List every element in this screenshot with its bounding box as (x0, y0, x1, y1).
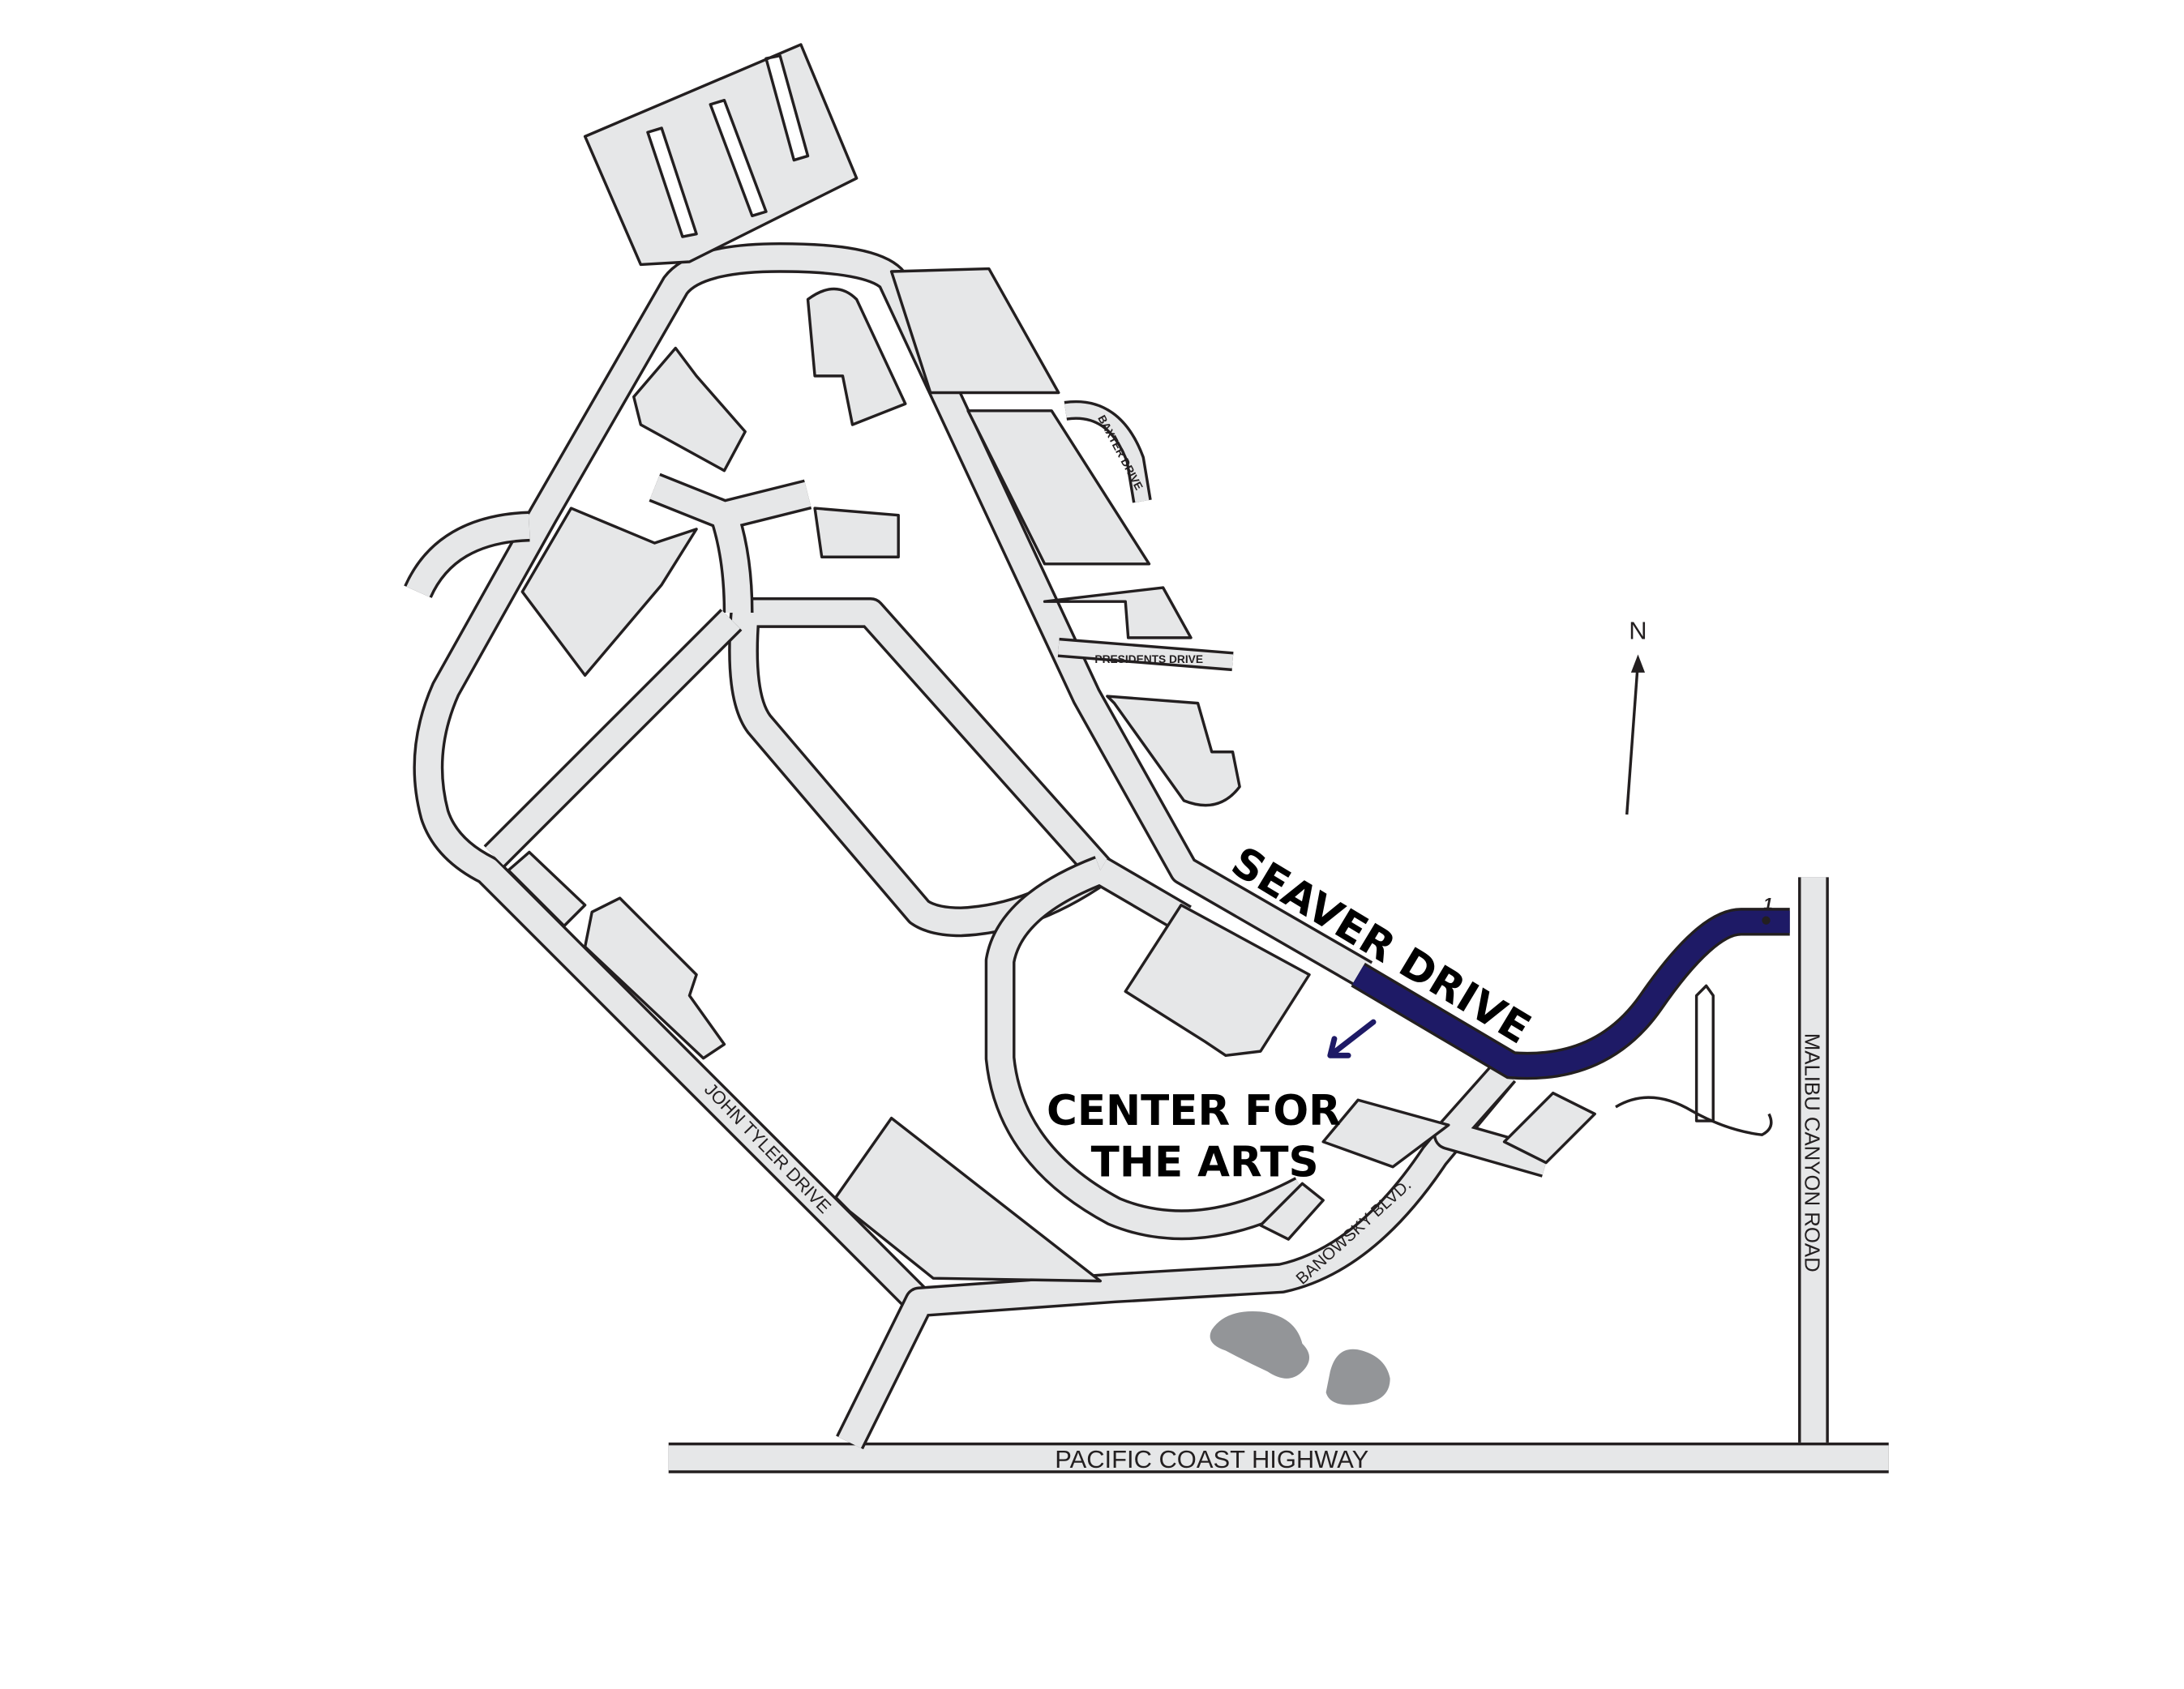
building (1259, 1182, 1325, 1241)
building (813, 507, 900, 558)
pacific-coast-highway-label: PACIFIC COAST HIGHWAY (1055, 1445, 1368, 1473)
building (966, 409, 1151, 566)
connector-roads (404, 400, 1551, 1241)
building (834, 1116, 1103, 1283)
arrow-head-icon (1630, 654, 1646, 673)
buildings (507, 43, 1773, 1283)
building (889, 267, 1060, 395)
chapel-lawn-curve (1615, 1096, 1773, 1136)
john-tyler-drive-label: JOHN TYLER DRIVE (700, 1079, 835, 1217)
building (507, 850, 726, 1060)
route-marker-dot (1762, 916, 1771, 925)
building (1043, 586, 1193, 639)
building (583, 43, 859, 267)
building (1502, 1091, 1596, 1165)
destination-label-line2: THE ARTS (1091, 1139, 1319, 1187)
banowsky-blvd (836, 1062, 1517, 1450)
malibu-canyon-road-label: MALIBU CANYON ROAD (1801, 1033, 1823, 1272)
building (806, 287, 907, 426)
building (520, 507, 698, 677)
north-label: N (1629, 617, 1647, 645)
pond (1210, 1311, 1310, 1379)
building (632, 346, 747, 472)
destination-arrow-icon (1327, 1019, 1377, 1058)
ponds (1210, 1311, 1390, 1405)
pond (1325, 1349, 1390, 1405)
building (1106, 695, 1241, 807)
north-arrow: N (1625, 617, 1647, 815)
building (1124, 904, 1311, 1058)
roads (404, 242, 1889, 1473)
presidents-drive-label: PRESIDENTS DRIVE (1094, 653, 1203, 665)
chapel-spire (1694, 984, 1715, 1122)
seaver-drive-route (1351, 908, 1790, 1080)
inner-ring-road (728, 597, 1116, 938)
main-ring-road (413, 242, 1373, 1313)
destination-label-line1: CENTER FOR (1047, 1087, 1341, 1135)
building (1321, 1098, 1450, 1169)
route-marker-label: 1 (1763, 895, 1772, 913)
